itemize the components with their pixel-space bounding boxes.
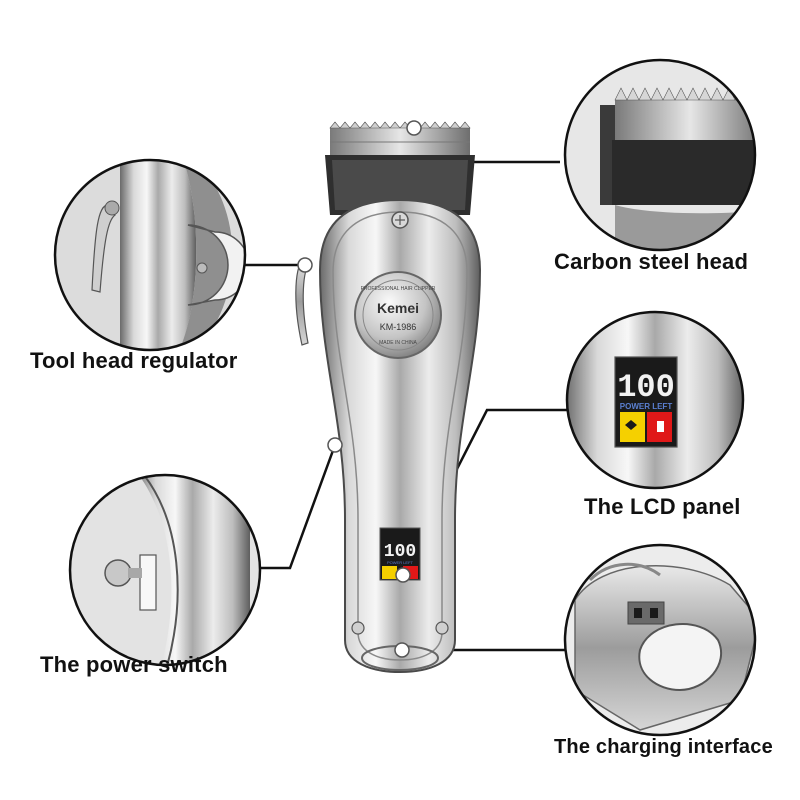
zoom-circle-charging-interface [563, 543, 757, 737]
blade-teeth [329, 121, 471, 158]
label-tool-head-regulator: Tool head regulator [30, 348, 238, 373]
zoom-circle-power-switch [68, 473, 262, 667]
label-carbon-steel-head: Carbon steel head [554, 249, 749, 274]
brand-badge [354, 271, 442, 359]
badge-bottom-text: MADE IN CHINA [379, 340, 417, 346]
clipper-body [295, 121, 482, 674]
label-power-switch: The power switch [40, 652, 228, 677]
badge-model: KM-1986 [380, 322, 417, 332]
badge-top-text: PROFESSIONAL HAIR CLIPPER [361, 286, 436, 292]
zoom-circle-lcd-panel [565, 310, 745, 490]
body-lcd-caption: POWER LEFT [387, 560, 414, 565]
lcd-zoom-digits: 100 [617, 369, 675, 406]
body-lcd-digits: 100 [384, 542, 416, 562]
zoom-circle-carbon-steel-head [563, 58, 757, 252]
zoom-circle-tool-head-regulator [53, 158, 247, 352]
lcd-zoom-caption: POWER LEFT [620, 402, 673, 411]
label-lcd-panel: The LCD panel [584, 494, 741, 519]
label-charging-interface: The charging interface [554, 736, 773, 758]
callout-dots [297, 120, 422, 658]
badge-brand: Kemei [377, 300, 419, 316]
